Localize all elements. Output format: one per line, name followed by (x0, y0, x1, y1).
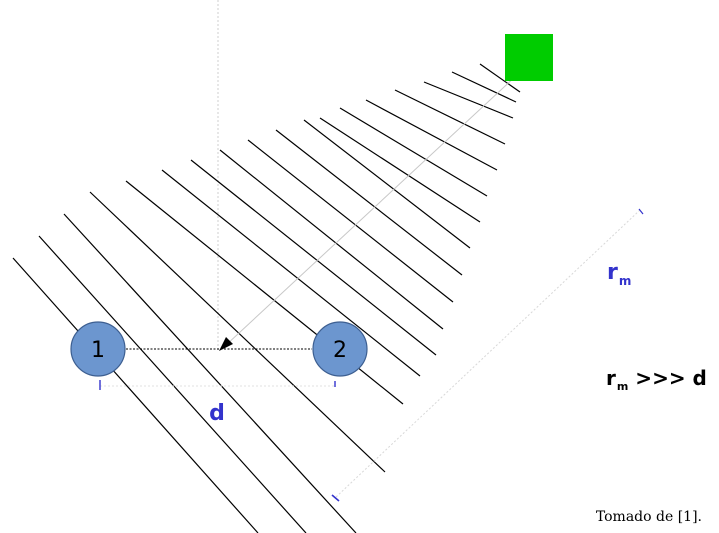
wavefront-line (219, 149, 444, 330)
wavefront-line (63, 213, 357, 533)
wavefront-line (365, 99, 498, 171)
distance-label: d (209, 401, 225, 426)
range-guide-line (335, 209, 641, 498)
condition-rest: >>> d (628, 366, 707, 390)
wavefront-line (89, 191, 386, 473)
range-tick-top (638, 208, 644, 215)
source-note: Tomado de [1]. (596, 509, 702, 525)
condition-sub: m (617, 380, 628, 393)
wavefront-line (38, 235, 307, 533)
wavefront-line (479, 63, 521, 93)
condition-text: rm >>> d (606, 366, 707, 393)
wavefront-line (451, 71, 517, 103)
wavefront-line (125, 180, 404, 405)
wavefront-line (319, 117, 481, 223)
range-label-sub: m (619, 274, 632, 288)
node-1: 1 (70, 321, 126, 377)
node-2-circle (312, 321, 368, 377)
range-label: rm (607, 260, 631, 288)
wavefront-lines (12, 63, 521, 533)
node-2-label: 2 (333, 338, 347, 363)
wavefront-line (161, 169, 421, 377)
propagation-ray (224, 74, 518, 347)
wavefront-line (247, 139, 454, 303)
wavefront-line (190, 159, 437, 356)
wavefront-line (303, 119, 471, 249)
wavefront-line (275, 129, 463, 276)
node-1-label: 1 (91, 338, 105, 363)
range-label-main: r (607, 260, 618, 285)
node-2: 2 (312, 321, 368, 377)
arrow-head (219, 337, 233, 351)
wavefront-line (12, 257, 259, 533)
source-square (505, 34, 553, 81)
wavefront-line (394, 89, 506, 145)
node-1-circle (70, 321, 126, 377)
range-tick-bottom (331, 494, 340, 502)
condition-main: r (606, 366, 616, 390)
wavefront-line (423, 81, 514, 119)
wavefront-line (339, 107, 488, 197)
